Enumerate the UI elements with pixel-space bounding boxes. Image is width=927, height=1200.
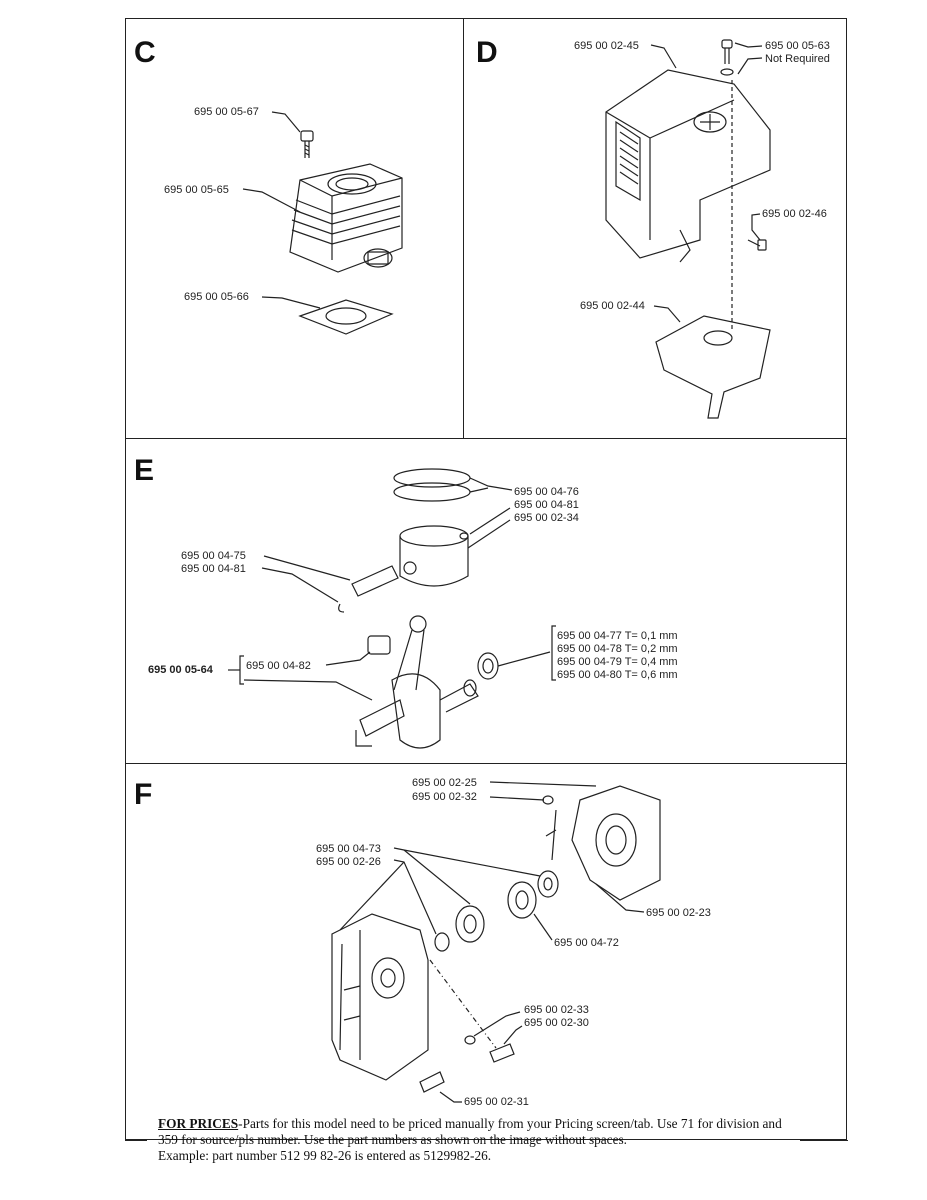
part-label: 695 00 04-75 — [181, 550, 246, 562]
part-label: 695 00 04-72 — [554, 937, 619, 949]
part-label: 695 00 02-44 — [580, 300, 645, 312]
kit-part-label: 695 00 05-64 — [148, 664, 213, 676]
divider-c-d — [463, 18, 464, 438]
pricing-note: FOR PRICES-Parts for this model need to … — [158, 1116, 798, 1164]
part-label: 695 00 02-31 — [464, 1096, 529, 1108]
part-label: 695 00 04-82 — [246, 660, 311, 672]
parts-diagram-frame — [125, 18, 847, 1140]
part-label: 695 00 05-66 — [184, 291, 249, 303]
part-label: 695 00 02-33 — [524, 1004, 589, 1016]
part-label: 695 00 04-76 — [514, 486, 579, 498]
part-label: 695 00 04-78 T= 0,2 mm — [557, 643, 678, 655]
part-label: 695 00 02-45 — [574, 40, 639, 52]
piston-crank-drawing — [228, 469, 556, 748]
part-label: 695 00 02-26 — [316, 856, 381, 868]
part-label: 695 00 04-79 T= 0,4 mm — [557, 656, 678, 668]
part-label: 695 00 05-67 — [194, 106, 259, 118]
part-label: 695 00 02-34 — [514, 512, 579, 524]
part-label: 695 00 04-81 — [514, 499, 579, 511]
section-f-letter: F — [134, 778, 153, 811]
part-label: 695 00 02-30 — [524, 1017, 589, 1029]
part-label: 695 00 05-63 — [765, 40, 830, 52]
divider-cd-e — [125, 438, 847, 439]
part-label: 695 00 04-77 T= 0,1 mm — [557, 630, 678, 642]
section-d-letter: D — [476, 36, 498, 69]
pricing-note-heading: FOR PRICES — [158, 1116, 239, 1131]
note-rule-right — [800, 1140, 848, 1141]
cylinder-drawing — [243, 112, 402, 334]
divider-e-f — [125, 763, 847, 764]
part-label: 695 00 02-32 — [412, 791, 477, 803]
pricing-note-example: Example: part number 512 99 82-26 is ent… — [158, 1148, 492, 1163]
part-label: 695 00 02-23 — [646, 907, 711, 919]
part-label: 695 00 05-65 — [164, 184, 229, 196]
section-e-letter: E — [134, 454, 155, 487]
section-c-letter: C — [134, 36, 156, 69]
part-label: 695 00 04-80 T= 0,6 mm — [557, 669, 678, 681]
part-label: 695 00 04-81 — [181, 563, 246, 575]
crankcase-drawing — [332, 782, 660, 1102]
note-rule-left — [125, 1140, 147, 1141]
part-label: 695 00 02-46 — [762, 208, 827, 220]
muffler-cover-drawing — [606, 40, 770, 418]
part-label-note: Not Required — [765, 53, 830, 65]
part-label: 695 00 04-73 — [316, 843, 381, 855]
part-label: 695 00 02-25 — [412, 777, 477, 789]
pricing-note-body: -Parts for this model need to be priced … — [158, 1116, 782, 1147]
